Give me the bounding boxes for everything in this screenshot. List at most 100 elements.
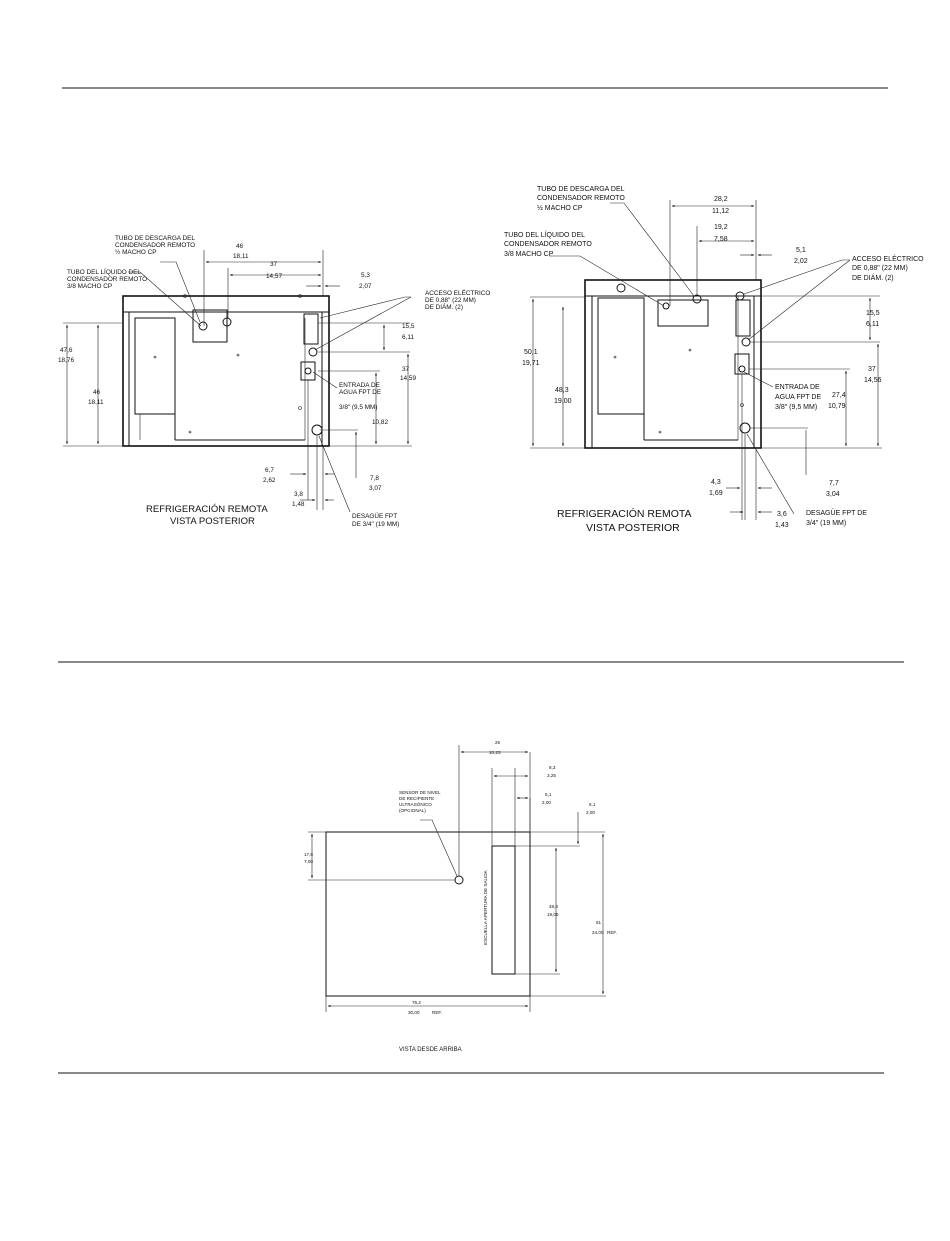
- left-dim-47-6: 47,6: [60, 347, 73, 354]
- top-caption: VISTA DESDE ARRIBA: [399, 1047, 462, 1053]
- top-dim-26-in: 10,23: [489, 750, 501, 755]
- left-dim-37-in: 14,57: [266, 273, 282, 280]
- sensor-location: [454, 875, 464, 885]
- left-water-label-1: ENTRADA DE: [339, 382, 380, 389]
- right-liquid-label-3: 3/8 MACHO CP: [504, 251, 554, 258]
- right-water-label-3: 3/8" (9,5 MM): [775, 404, 817, 411]
- right-caption-line-1: REFRIGERACIÓN REMOTA: [557, 507, 692, 520]
- right-liquid-port: [662, 302, 670, 310]
- right-discharge-label-2: CONDENSADOR REMOTO: [537, 195, 625, 202]
- left-dim-46l: 46: [93, 389, 101, 396]
- left-dim-46l-in: 18,11: [88, 399, 104, 406]
- right-dim-37: 37: [868, 366, 876, 373]
- right-cabinet-outline: [584, 279, 762, 449]
- left-electric-box: [303, 313, 319, 345]
- sensor-label-3: ULTRASÓNICO: [399, 801, 432, 807]
- right-dim-5-1: 5,1: [796, 247, 806, 254]
- top-outline: [325, 831, 531, 997]
- right-drain: [739, 422, 751, 434]
- top-dim-76-2-ref: REF.: [432, 1010, 442, 1015]
- right-dim-3-6-in: 1,43: [775, 522, 789, 529]
- left-electric-hole: [308, 347, 318, 357]
- right-dim-27-4: 27,4: [832, 392, 846, 399]
- right-dim-19-2: 19,2: [714, 224, 728, 231]
- right-water-label-2: AGUA FPT DE: [775, 394, 821, 401]
- left-electric-label-2: DE 0,88" (22 MM): [425, 297, 476, 304]
- left-dim-6-7: 6,7: [265, 467, 274, 474]
- left-dim-37: 37: [270, 261, 278, 268]
- top-dim-8-3: 8,3: [549, 765, 556, 770]
- right-water-inlet: [738, 365, 746, 373]
- right-dim-50-1: 50,1: [524, 349, 538, 356]
- right-dim-4-3-in: 1,69: [709, 490, 723, 497]
- top-dim-17-8: 17,8: [304, 852, 313, 857]
- left-dim-15-5: 15,5: [402, 323, 415, 330]
- right-water-label-1: ENTRADA DE: [775, 384, 820, 391]
- left-dim-46-in: 18,11: [233, 253, 249, 260]
- left-dim-3-8-in: 1,48: [292, 501, 305, 508]
- left-dim-46: 46: [236, 243, 244, 250]
- right-caption-line-2: VISTA POSTERIOR: [586, 522, 680, 534]
- left-liquid-label-3: 3/8 MACHO CP: [67, 283, 112, 290]
- outlet-opening-label: ESCUELLA APERTURA DE SALIDA: [483, 869, 488, 945]
- right-electric-label-3: DE DIÁM. (2): [852, 273, 894, 282]
- right-rear-view: TUBO DE DESCARGA DEL CONDENSADOR REMOTO …: [504, 186, 924, 534]
- right-electric-box: [735, 299, 751, 337]
- left-dim-7-8-in: 3,07: [369, 485, 382, 492]
- left-caption-line-2: VISTA POSTERIOR: [170, 516, 255, 527]
- left-discharge-label-3: ½ MACHO CP: [115, 248, 157, 256]
- right-dim-15-5-in: 6,11: [866, 321, 879, 328]
- left-discharge-label-2: CONDENSADOR REMOTO: [115, 242, 195, 249]
- right-dim-28-2: 28,2: [714, 196, 728, 203]
- right-dim-5-1-in: 2,02: [794, 258, 808, 265]
- sensor-label-4: (OPCIONAL): [399, 808, 426, 813]
- right-electric-label-1: ACCESO ELÉCTRICO: [852, 254, 924, 263]
- right-dim-50-1-in: 19,71: [522, 360, 540, 367]
- right-electric-label-2: DE 0,88" (22 MM): [852, 265, 908, 272]
- right-dim-27-4-in: 10,79: [828, 403, 846, 410]
- left-dim-37r-in: 14,59: [400, 375, 416, 382]
- left-caption-line-1: REFRIGERACIÓN REMOTA: [146, 504, 268, 515]
- left-liquid-port: [198, 321, 208, 331]
- top-dim-17-8-in: 7,00: [304, 859, 313, 864]
- left-dim-15-5-in: 6,11: [402, 334, 414, 341]
- right-liquid-label-2: CONDENSADOR REMOTO: [504, 241, 592, 248]
- right-water-fitting: [734, 353, 750, 375]
- left-liquid-label-2: CONDENSADOR REMOTO: [67, 276, 147, 283]
- right-dim-37-in: 14,56: [864, 377, 882, 384]
- outlet-opening: [491, 845, 516, 975]
- right-dim-48-3-in: 19,00: [554, 398, 572, 405]
- left-dim-47-6-in: 18,76: [58, 357, 74, 364]
- top-dim-5-1-in: 2,00: [542, 800, 551, 805]
- left-dim-3-8: 3,8: [294, 491, 303, 498]
- top-dim-61: 61: [596, 920, 602, 925]
- left-dim-5-3-in: 2,07: [359, 283, 372, 290]
- left-water-label-2: AGUA FPT DE: [339, 389, 381, 396]
- left-water-inlet: [304, 367, 312, 375]
- top-dim-48-4-in: 19,05: [547, 912, 559, 917]
- left-discharge-port: [222, 317, 232, 327]
- right-valve-box: [657, 299, 709, 327]
- top-dim-5-1r-in: 2,00: [586, 810, 595, 815]
- top-dim-61-in: 24,00: [592, 930, 604, 935]
- left-electric-label-3: DE DIÁM. (2): [425, 302, 463, 311]
- top-dim-48-4: 48,4: [549, 904, 558, 909]
- top-view: SENSOR DE NIVEL DE RECIPIENTE ULTRASÓNIC…: [304, 740, 617, 1053]
- right-electric-hole-1: [735, 291, 745, 301]
- right-liquid-label-1: TUBO DEL LÍQUIDO DEL: [504, 230, 585, 239]
- sensor-label-1: SENSOR DE NIVEL: [399, 790, 441, 795]
- top-dim-76-2-in: 30,00: [408, 1010, 420, 1015]
- left-dim-7-8: 7,8: [370, 475, 379, 482]
- left-electric-label-1: ACCESO ELÉCTRICO: [425, 288, 490, 297]
- top-dim-8-3-in: 3,25: [547, 773, 556, 778]
- left-discharge-label-1: TUBO DE DESCARGA DEL: [115, 235, 195, 242]
- right-discharge-label-1: TUBO DE DESCARGA DEL: [537, 186, 625, 193]
- right-drain-label-1: DESAGÜE FPT DE: [806, 509, 867, 517]
- right-drain-label-2: 3/4" (19 MM): [806, 520, 846, 527]
- sensor-label-2: DE RECIPIENTE: [399, 796, 434, 801]
- left-rear-view: TUBO DE DESCARGA DEL CONDENSADOR REMOTO …: [58, 235, 490, 528]
- right-dim-28-2-in: 11,12: [712, 208, 729, 215]
- right-dim-15-5: 15,5: [866, 310, 880, 317]
- right-dim-4-3: 4,3: [711, 479, 721, 486]
